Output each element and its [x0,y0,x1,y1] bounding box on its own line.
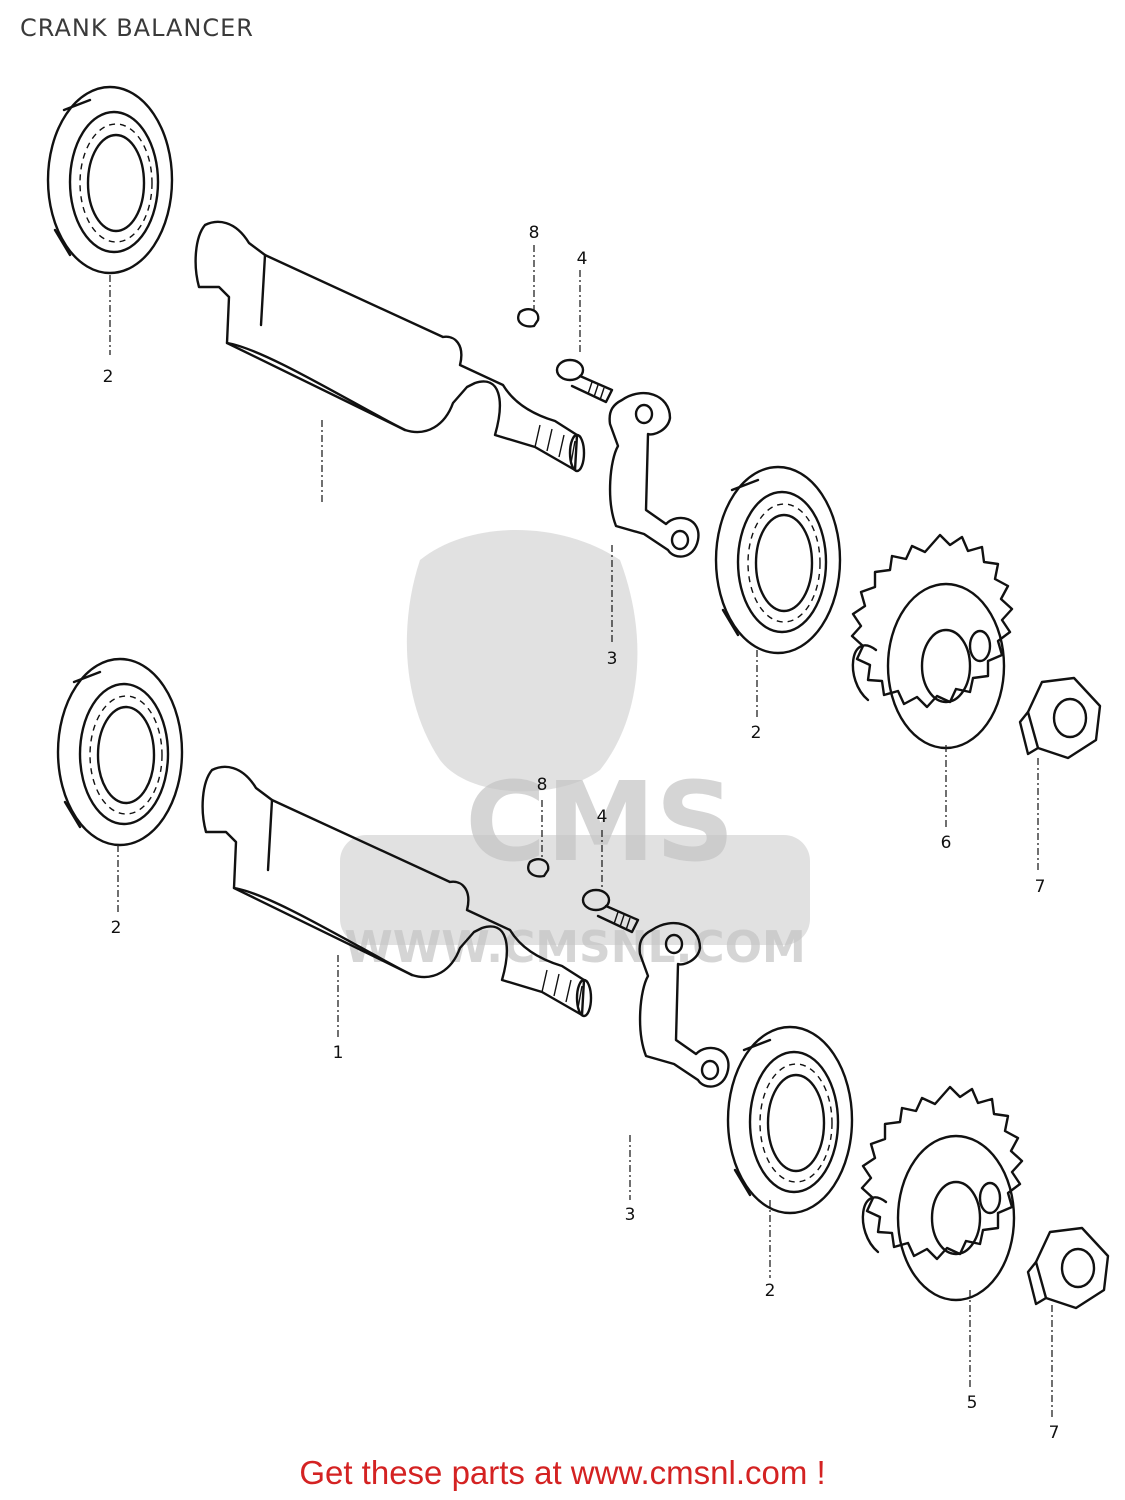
callout-bottom-4: 4 [597,807,608,827]
top-balancer-shaft [194,220,586,473]
top-balancer-gear [850,533,1014,750]
top-bolt [555,358,614,404]
watermark-url: WWW.CMSNL.COM [344,922,806,973]
callout-top-7: 7 [1035,877,1046,897]
top-bearing-left [46,85,174,275]
bottom-assembly: 2 8 4 1 3 2 5 7 [56,657,1110,1443]
top-key [516,307,540,328]
callout-bottom-1: 1 [333,1043,344,1063]
top-assembly: 2 8 4 3 2 6 7 [46,85,1102,897]
callout-bottom-5: 5 [967,1393,978,1413]
callout-top-4: 4 [577,249,588,269]
top-nut [1018,676,1102,760]
callout-top-2-left: 2 [103,367,114,387]
callout-top-3: 3 [607,649,618,669]
watermark-brand: CMS [465,758,734,886]
callout-top-8: 8 [529,223,540,243]
footer-link[interactable]: www.cmsnl.com [570,1454,808,1491]
callout-bottom-3: 3 [625,1205,636,1225]
page-title: CRANK BALANCER [20,14,254,42]
top-stopper-plate [608,391,700,558]
top-bearing-right [714,465,842,655]
callout-top-6: 6 [941,833,952,853]
bottom-bearing-left [56,657,184,847]
watermark: CMS WWW.CMSNL.COM [340,530,810,973]
bottom-nut [1026,1226,1110,1310]
callout-bottom-8: 8 [537,775,548,795]
bottom-balancer-gear [860,1085,1024,1302]
footer-cta: Get these parts at www.cmsnl.com ! [0,1454,1125,1492]
callout-bottom-2-left: 2 [111,918,122,938]
footer-text-before: Get these parts at [299,1454,571,1491]
callout-bottom-7: 7 [1049,1423,1060,1443]
bottom-bearing-right [726,1025,854,1215]
callout-bottom-2-right: 2 [765,1281,776,1301]
footer-text-after: ! [807,1454,826,1491]
callout-top-2-right: 2 [751,723,762,743]
